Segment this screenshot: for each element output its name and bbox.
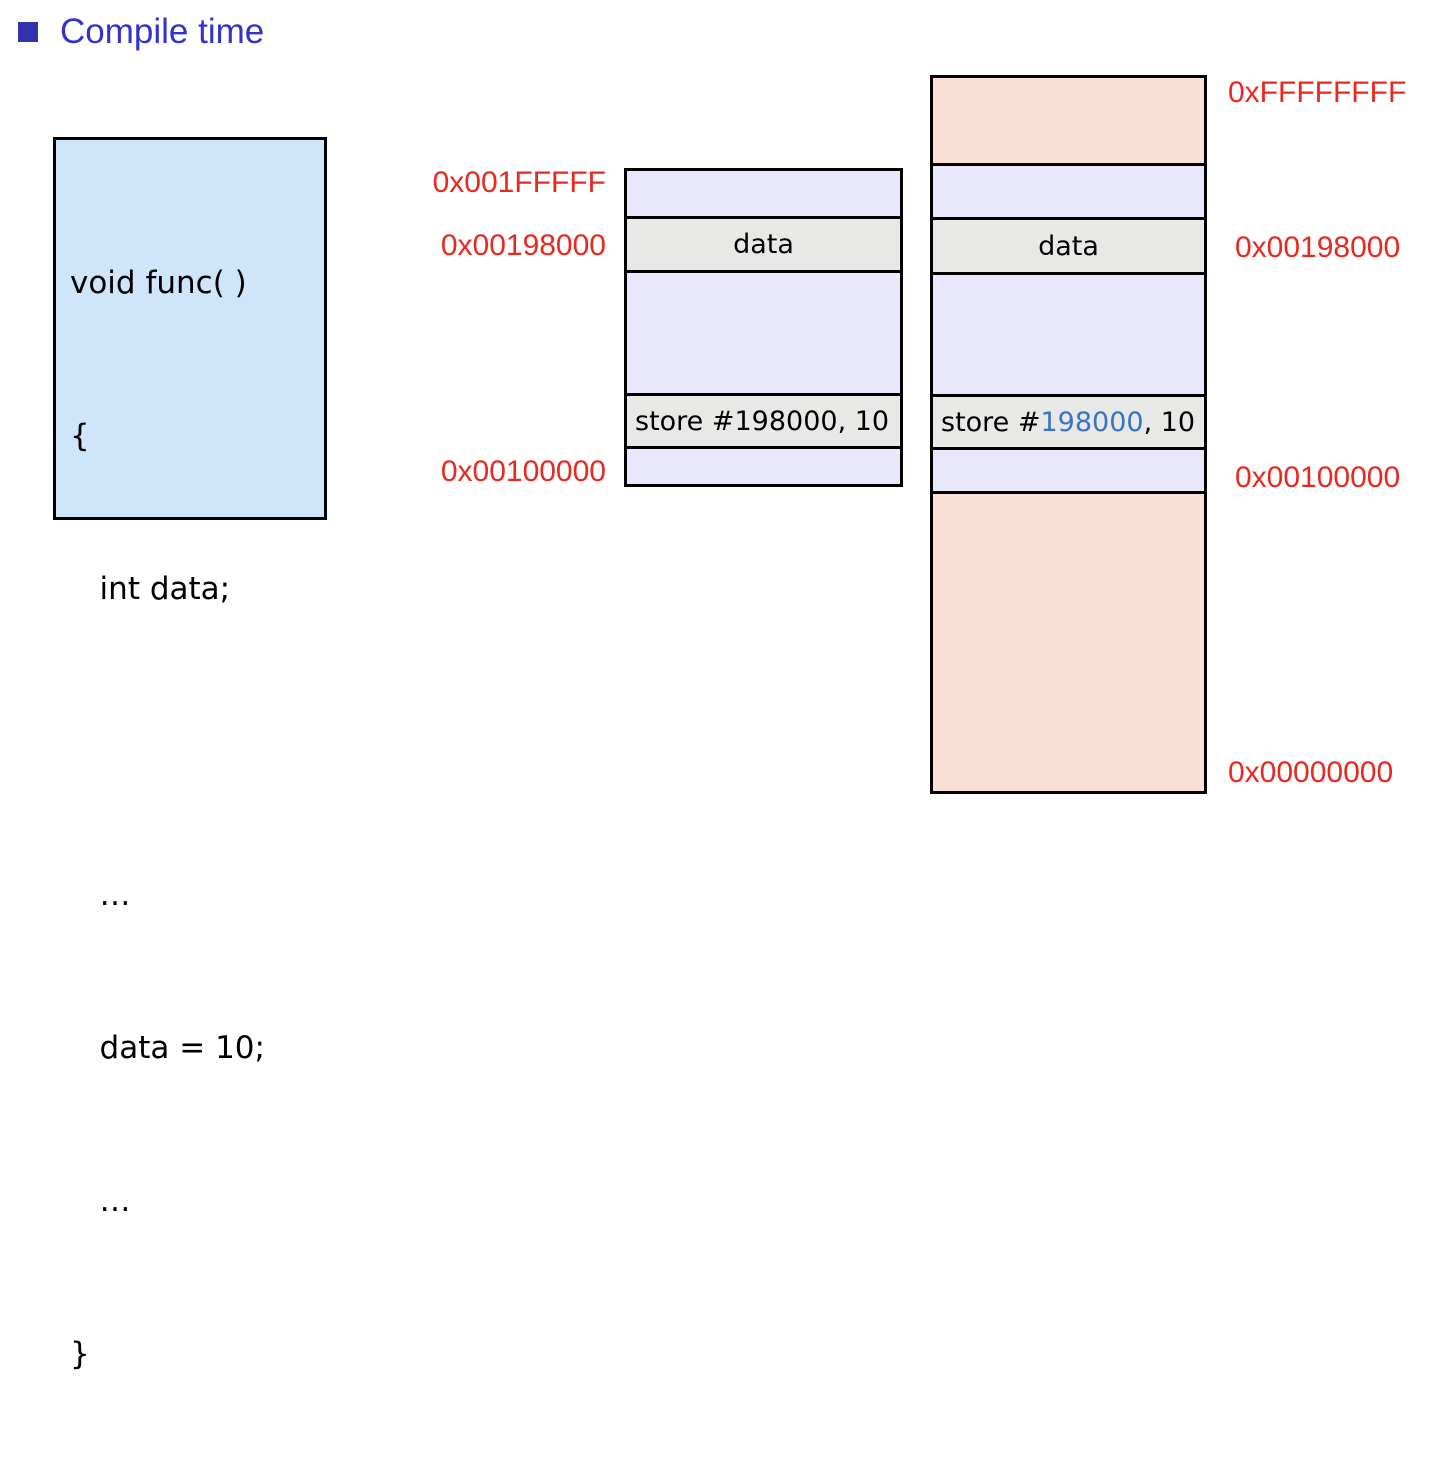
address-label-right-data: 0x00198000	[1235, 231, 1401, 264]
code-line	[70, 717, 320, 768]
code-line: void func( )	[70, 265, 247, 301]
instruction-prefix: store #	[635, 405, 735, 437]
address-label-right-top: 0xFFFFFFFF	[1228, 76, 1407, 109]
address-label-left-data: 0x00198000	[440, 229, 606, 262]
instruction-address: 198000	[734, 405, 838, 437]
memory-row-free-bottom	[627, 449, 900, 484]
address-label-right-base: 0x00100000	[1235, 461, 1401, 494]
instruction-prefix: store #	[941, 406, 1041, 438]
memory-row-data: data	[933, 220, 1204, 275]
slide-title-row: Compile time	[18, 14, 264, 49]
memory-row-instruction: store #198000, 10	[627, 396, 900, 449]
code-line: {	[70, 418, 90, 454]
address-label-right-zero: 0x00000000	[1228, 756, 1394, 789]
code-line: …	[70, 877, 131, 913]
memory-row-data: data	[627, 219, 900, 273]
logical-address-space-column: data store #198000, 10	[624, 168, 903, 487]
page-title: Compile time	[60, 12, 265, 51]
memory-row-free-mid	[933, 275, 1204, 397]
code-line: int data;	[70, 571, 231, 607]
memory-row-out-of-range-top	[933, 78, 1204, 166]
memory-row-free-bottom	[933, 450, 1204, 494]
instruction-suffix: , 10	[1143, 406, 1196, 438]
address-label-left-base: 0x00100000	[440, 455, 606, 488]
memory-row-free-mid	[627, 273, 900, 396]
code-line: …	[70, 1183, 131, 1219]
source-code-lines: void func( ) { int data; … data = 10; … …	[70, 156, 320, 1482]
memory-row-free-top	[933, 166, 1204, 220]
memory-row-instruction: store #198000, 10	[933, 397, 1204, 450]
physical-address-space-column: data store #198000, 10	[930, 75, 1207, 794]
code-line: data = 10;	[70, 1030, 265, 1066]
source-code-panel: void func( ) { int data; … data = 10; … …	[53, 137, 327, 1372]
square-bullet-icon	[18, 21, 38, 42]
memory-row-out-of-range-bottom	[933, 494, 1204, 791]
memory-row-free-top	[627, 171, 900, 219]
code-line: }	[70, 1336, 90, 1372]
address-label-left-top: 0x001FFFFF	[432, 166, 606, 199]
instruction-address-highlighted: 198000	[1040, 406, 1144, 438]
instruction-suffix: , 10	[837, 405, 890, 437]
